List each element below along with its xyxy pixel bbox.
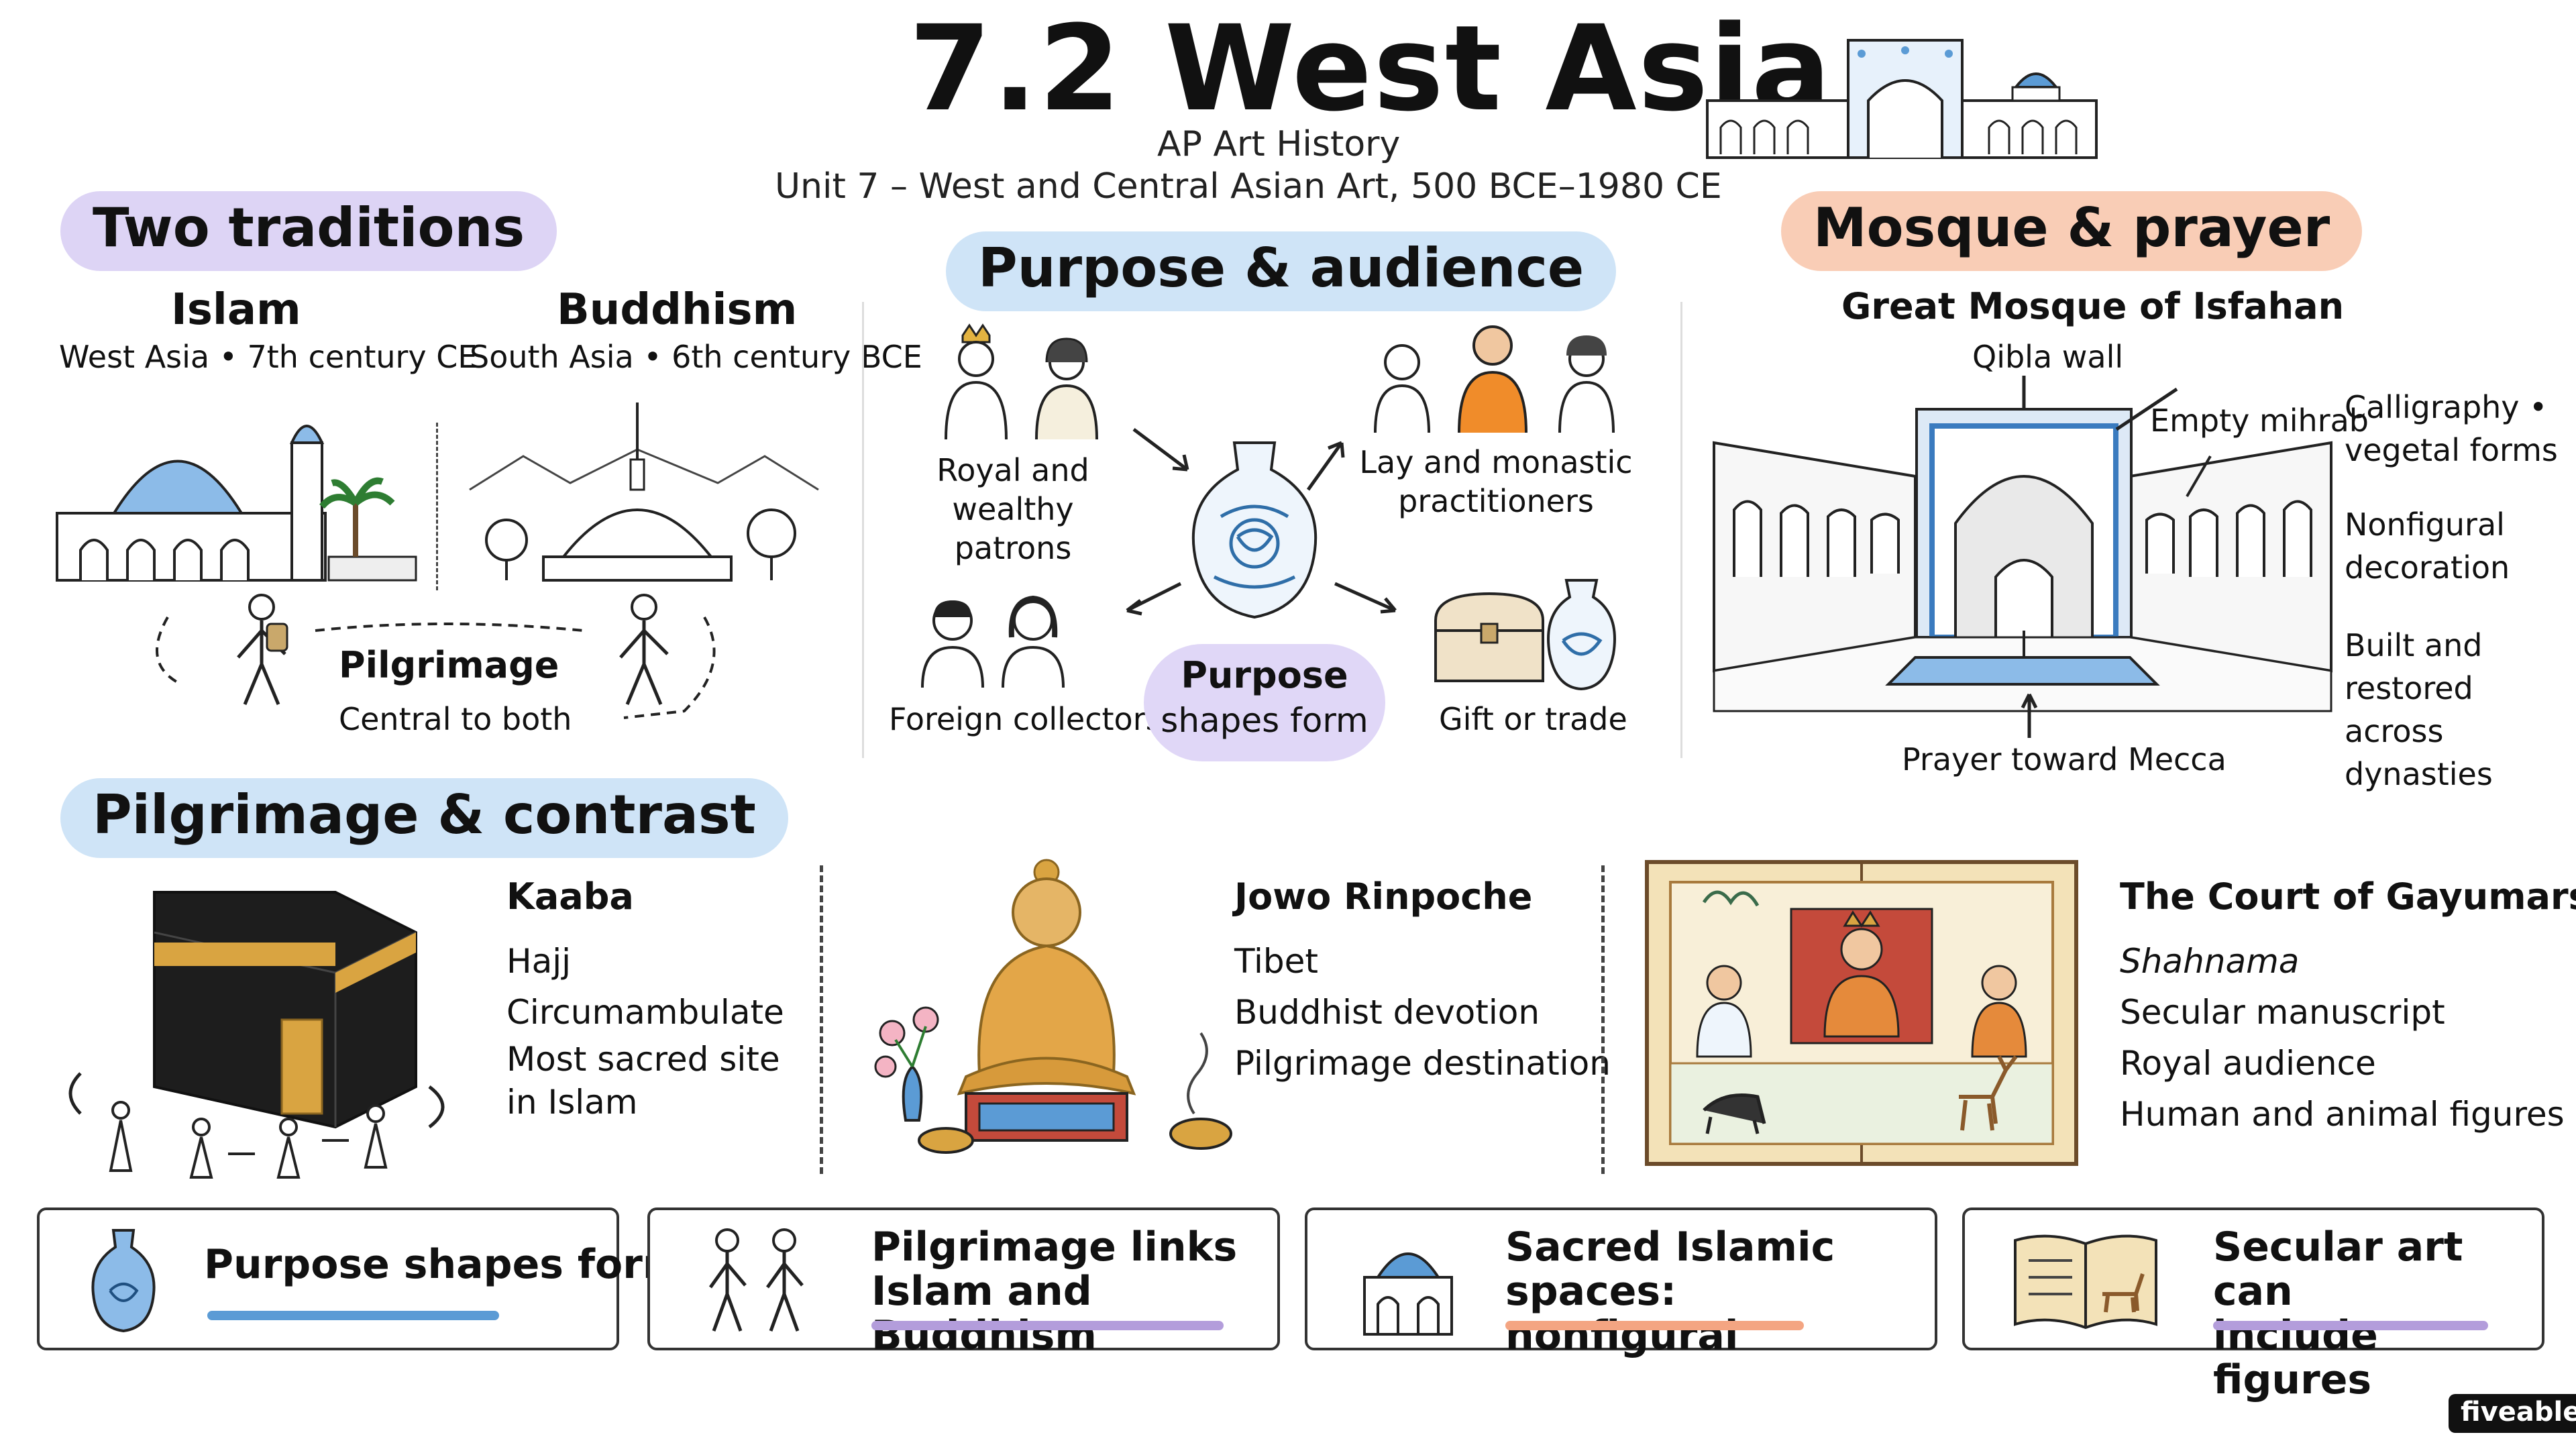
isfahan-courtyard-illustration <box>1713 376 2332 712</box>
section-heading-mosque-prayer: Mosque & prayer <box>1781 191 2363 271</box>
purpose-shapes-form-bubble <box>1144 644 1385 761</box>
traditions-divider <box>436 423 438 590</box>
jowo-line-2: Buddhist devotion <box>1234 993 1540 1032</box>
islam-detail: West Asia • 7th century CE <box>59 339 478 375</box>
summary-card-purpose: Purpose shapes form <box>37 1208 684 1350</box>
kaaba-line-3: Most sacred site in Islam <box>506 1040 780 1122</box>
court-line-3: Royal audience <box>2120 1044 2376 1083</box>
royal-patrons-icon <box>945 323 1098 440</box>
nonfigural-note: Nonfigural decoration <box>2345 506 2510 586</box>
porcelain-vase-icon <box>1191 441 1318 619</box>
jowo-rinpoche-illustration <box>874 859 1232 1154</box>
pilgrim-walker-icon-2 <box>619 594 669 705</box>
court-line-2: Secular manuscript <box>2120 993 2445 1032</box>
summary-card-pilgrimage: Pilgrimage links Islam and Buddhism <box>647 1208 1280 1358</box>
section-heading-pilgrimage-contrast: Pilgrimage & contrast <box>60 778 788 858</box>
pilgrimage-path-arrows <box>156 616 716 719</box>
mecca-arrow <box>2021 693 2038 738</box>
fiveable-logo: fiveable <box>2449 1394 2576 1433</box>
court-line-4: Human and animal figures <box>2120 1095 2565 1134</box>
foreign-collectors-icon <box>921 595 1065 688</box>
contrast-divider-2 <box>1601 865 1605 1174</box>
summary-underline-4 <box>2213 1321 2488 1330</box>
practitioners-icon <box>1374 325 1615 433</box>
islam-label: Islam <box>171 285 301 335</box>
section-heading-two-traditions: Two traditions <box>60 191 557 271</box>
buddhism-label: Buddhism <box>557 285 798 335</box>
buddhism-detail: South Asia • 6th century BCE <box>470 339 922 375</box>
summary-underline-1 <box>207 1311 499 1320</box>
court-of-gayumars-illustration <box>1645 860 2078 1166</box>
course-name: AP Art History <box>1157 124 1401 164</box>
jowo-line-3: Pilgrimage destination <box>1234 1044 1611 1083</box>
kaaba-line-2: Circumambulate <box>506 993 784 1032</box>
calligraphy-note: Calligraphy • vegetal forms <box>2345 389 2558 468</box>
court-title: The Court of Gayumars <box>2120 875 2576 918</box>
mosque-icon <box>1363 1252 1453 1336</box>
foreign-collectors-label: Foreign collectors <box>889 701 1162 737</box>
practitioners-label: Lay and monastic practitioners <box>1359 444 1633 519</box>
summary-card-secular: Secular art can include figures <box>1962 1208 2544 1402</box>
summary-card-sacred: Sacred Islamic spaces: nonfigural <box>1305 1208 1937 1358</box>
kaaba-illustration <box>68 891 445 1179</box>
qibla-wall-label: Qibla wall <box>1972 339 2124 375</box>
summary-text-2: Pilgrimage links Islam and Buddhism <box>871 1224 1238 1359</box>
summary-underline-3 <box>1505 1321 1804 1330</box>
kaaba-line-1: Hajj <box>506 942 572 981</box>
jowo-title: Jowo Rinpoche <box>1234 875 1533 918</box>
vase-icon <box>91 1229 156 1333</box>
empty-mihrab-label: Empty mihrab <box>2150 402 2369 439</box>
section-heading-purpose-audience: Purpose & audience <box>946 231 1617 311</box>
mosque-illustration <box>56 425 417 582</box>
column-separator-1 <box>862 302 864 758</box>
center-line-2: shapes form <box>1161 701 1368 740</box>
summary-text-1: Purpose shapes form <box>204 1241 685 1288</box>
stupa-illustration <box>469 402 819 582</box>
audience-arrows <box>1126 428 1397 616</box>
pilgrimage-label: Pilgrimage <box>339 644 559 686</box>
dynasties-note: Built and restored across dynasties <box>2345 627 2493 792</box>
jowo-line-1: Tibet <box>1234 942 1318 981</box>
palace-illustration <box>1706 39 2098 159</box>
summary-text-3: Sacred Islamic spaces: nonfigural <box>1505 1224 1835 1359</box>
book-icon <box>2014 1234 2157 1330</box>
summary-underline-2 <box>871 1321 1224 1330</box>
royal-patrons-label: Royal and wealthy patrons <box>936 452 1089 566</box>
column-separator-2 <box>1680 302 1682 758</box>
page-title: 7.2 West Asia <box>909 0 1833 138</box>
prayer-toward-mecca-label: Prayer toward Mecca <box>1902 741 2226 777</box>
kaaba-title: Kaaba <box>506 875 634 918</box>
gift-chest-vase-icon <box>1434 579 1616 691</box>
summary-text-4: Secular art can include figures <box>2213 1224 2463 1403</box>
gift-trade-label: Gift or trade <box>1439 701 1627 737</box>
court-line-1: Shahnama <box>2120 942 2300 981</box>
great-mosque-label: Great Mosque of Isfahan <box>1841 285 2345 327</box>
contrast-divider-1 <box>820 865 823 1174</box>
pilgrims-icon <box>708 1228 804 1332</box>
pilgrim-walker-icon <box>237 594 288 705</box>
pilgrimage-caption: Central to both <box>339 701 572 737</box>
center-line-1: Purpose <box>1181 654 1348 696</box>
unit-name: Unit 7 – West and Central Asian Art, 500… <box>775 166 1722 207</box>
